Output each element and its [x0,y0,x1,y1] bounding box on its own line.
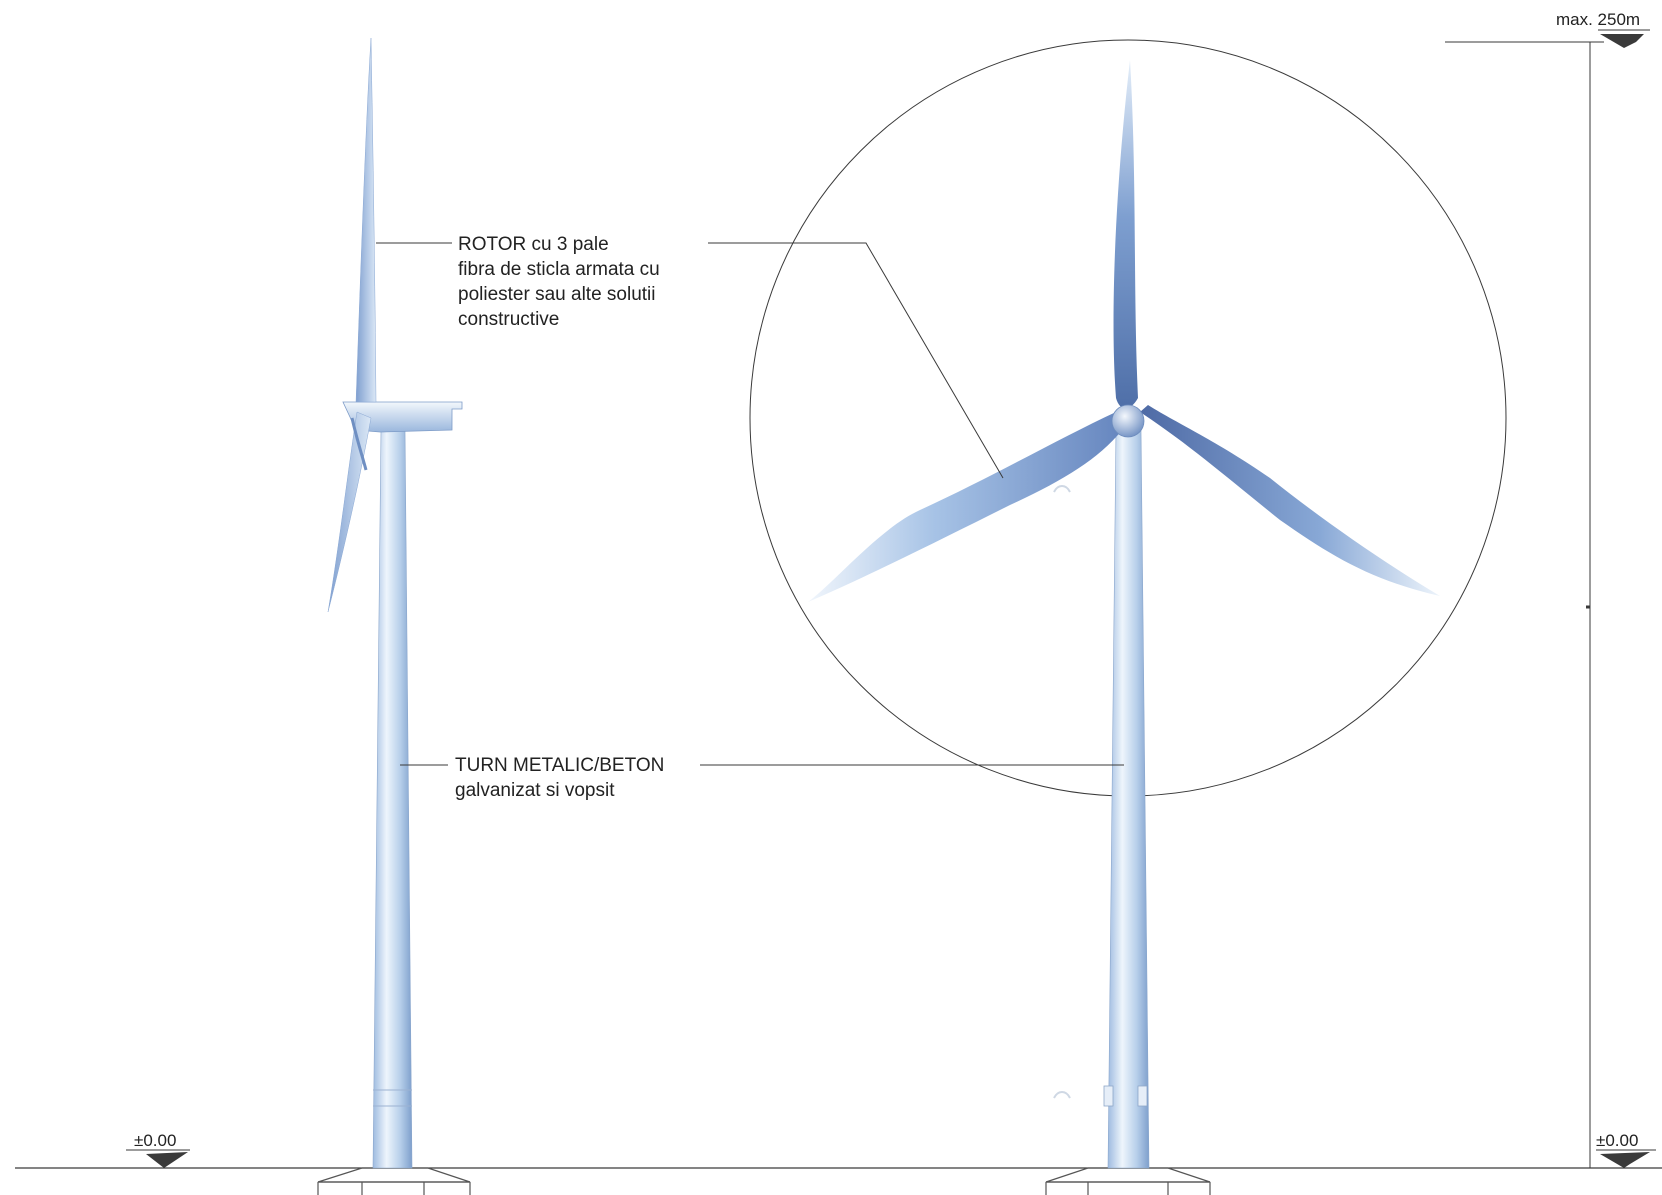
front-blade-up [1113,60,1138,409]
rotor-leader-right [708,242,1004,479]
front-view-turbine [749,39,1507,1195]
tower-label-title: TURN METALIC/BETON [455,755,665,776]
rotor-label-line2: fibra de sticla armata cu [458,259,660,280]
side-foundation [317,1167,471,1195]
height-dimension [1445,41,1604,1168]
front-tower [1107,429,1150,1169]
annotation-leaders [376,242,1124,766]
ground-level-left: ±0.00 [134,1131,177,1150]
level-marker-top [1598,29,1650,48]
tower-door-left [1103,1085,1114,1107]
tower-door-right [1137,1085,1148,1107]
front-foundation [1045,1167,1211,1195]
ground-level-right: ±0.00 [1596,1131,1639,1150]
side-blade-lower [327,411,372,613]
rotor-hub [1111,404,1145,438]
rotor-label-line3: poliester sau alte solutii [458,284,656,305]
tower-label: TURN METALIC/BETON galvanizat si vopsit [455,753,664,803]
rotor-label-title: ROTOR cu 3 pale [458,234,609,255]
level-marker-left [126,1149,190,1168]
rotor-label-line4: constructive [458,309,560,330]
side-view-turbine [317,37,471,1195]
level-marker-right [1596,1149,1656,1168]
side-tower [372,429,413,1169]
rotor-label: ROTOR cu 3 pale fibra de sticla armata c… [458,232,660,332]
max-height-label: max. 250m [1556,10,1641,29]
front-blade-right [1140,405,1440,596]
front-blade-left [808,412,1122,602]
tower-label-line2: galvanizat si vopsit [455,780,615,801]
side-blade-upper [355,37,377,403]
